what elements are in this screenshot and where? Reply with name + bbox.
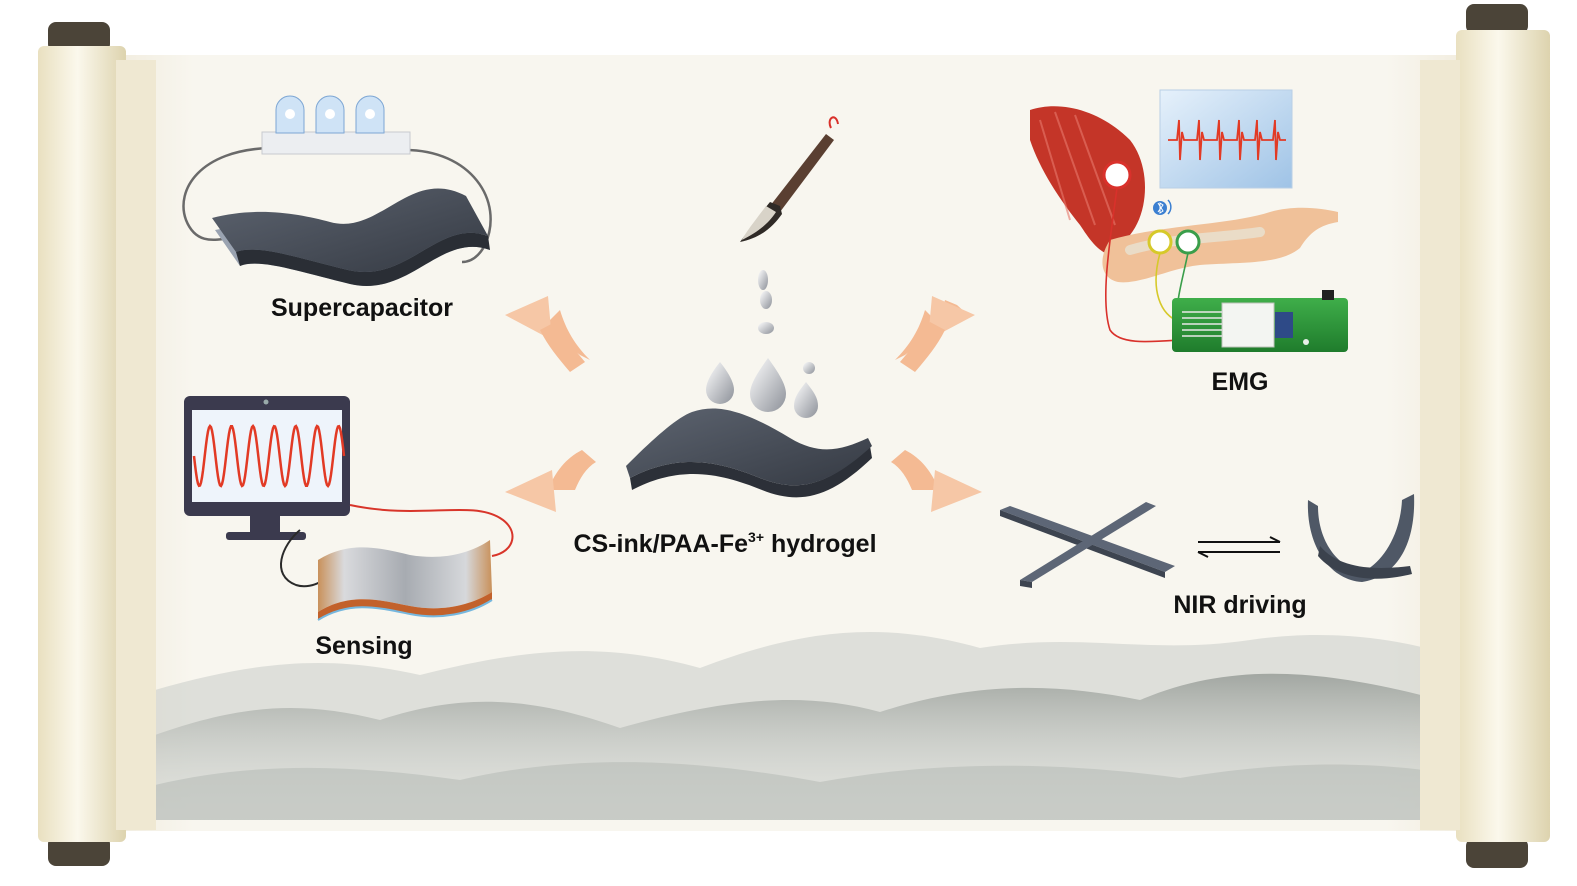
equilibrium-arrows — [1197, 536, 1281, 558]
sensing-signal-wave — [192, 423, 346, 489]
hydrogel-label: CS-ink/PAA-Fe3+ hydrogel — [573, 529, 876, 558]
flat-cross-shape — [1000, 502, 1175, 588]
arm-icon — [1030, 106, 1338, 283]
circuit-board-icon — [1172, 290, 1348, 352]
brush-icon — [740, 116, 839, 242]
droplet-icon — [706, 270, 818, 418]
hydrogel-sheet — [626, 408, 872, 498]
emg-label: EMG — [1212, 368, 1269, 396]
sensing-illustration — [184, 396, 514, 621]
supercapacitor-illustration — [182, 95, 492, 286]
nir-driving-label: NIR driving — [1173, 591, 1306, 619]
right-scroll-rod — [1420, 4, 1550, 868]
emg-signal — [1168, 119, 1286, 161]
nir-driving-illustration — [1000, 494, 1415, 588]
supercapacitor-label: Supercapacitor — [271, 294, 453, 322]
ink-mountains — [155, 631, 1440, 820]
bluetooth-icon — [1153, 199, 1172, 215]
light-bulb-icon — [275, 95, 385, 134]
folded-cross-shape — [1307, 494, 1415, 582]
arrow-icon — [505, 296, 982, 512]
emg-illustration — [1030, 89, 1348, 352]
sensing-label: Sensing — [315, 632, 412, 660]
left-scroll-rod — [38, 22, 156, 866]
